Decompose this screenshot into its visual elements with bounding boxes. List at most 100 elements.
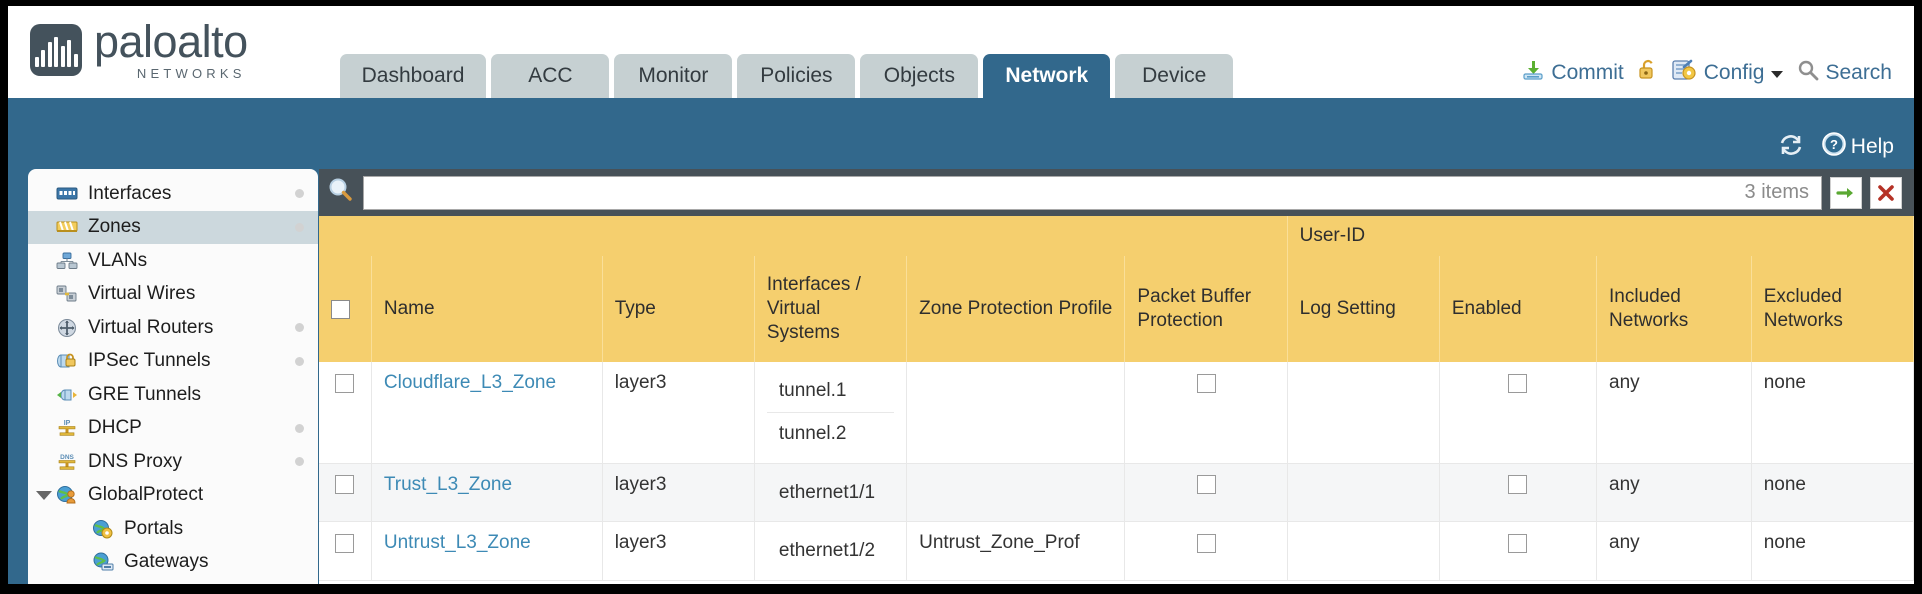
sidebar-item-interfaces[interactable]: Interfaces (28, 177, 318, 211)
cell-name: Untrust_L3_Zone (371, 521, 603, 581)
search-icon[interactable] (327, 176, 355, 209)
search-label: Search (1825, 61, 1892, 84)
cell-included-networks: any (1596, 362, 1752, 464)
col-header-zone-protection-profile[interactable]: Zone Protection Profile (906, 256, 1126, 363)
config-menu[interactable]: Config (1672, 58, 1785, 88)
unlock-button[interactable] (1637, 58, 1659, 88)
status-dot (295, 323, 304, 333)
refresh-icon[interactable] (1777, 132, 1805, 163)
globalprotect-icon (54, 485, 80, 505)
sidebar-item-dns-proxy[interactable]: DNS DNS Proxy (28, 445, 318, 479)
row-select-cell (319, 463, 372, 523)
sidebar-item-globalprotect[interactable]: GlobalProtect (28, 479, 318, 513)
cell-interfaces: tunnel.1 tunnel.2 (754, 362, 908, 464)
tab-dashboard[interactable]: Dashboard (339, 54, 487, 98)
cell-included-networks: any (1596, 521, 1752, 581)
status-dot (295, 457, 304, 467)
packet-buffer-protection-checkbox[interactable] (1196, 373, 1216, 393)
sidebar-item-label: Zones (88, 216, 141, 238)
col-header-excluded-networks[interactable]: Excluded Networks (1751, 256, 1914, 363)
packet-buffer-protection-checkbox[interactable] (1196, 533, 1216, 553)
cell-userid-enabled (1439, 362, 1598, 464)
col-header-packet-buffer-protection[interactable]: Packet Buffer Protection (1124, 256, 1288, 363)
table-header-row: Name Type Interfaces / Virtual Systems Z… (319, 256, 1914, 363)
select-all-checkbox[interactable] (331, 299, 350, 319)
table-row[interactable]: Trust_L3_Zone layer3 ethernet1/1 (319, 463, 1914, 523)
gre-tunnels-icon (54, 385, 80, 405)
table-row[interactable]: Untrust_L3_Zone layer3 ethernet1/2 Untru… (319, 521, 1914, 581)
row-checkbox[interactable] (335, 373, 355, 393)
tab-acc[interactable]: ACC (491, 54, 610, 98)
userid-enabled-checkbox[interactable] (1508, 533, 1528, 553)
tab-network[interactable]: Network (983, 54, 1111, 98)
col-header-enabled[interactable]: Enabled (1439, 256, 1598, 363)
status-dot (295, 222, 304, 232)
chevron-down-icon[interactable] (36, 490, 52, 500)
commit-button[interactable]: Commit (1521, 58, 1624, 88)
userid-enabled-checkbox[interactable] (1508, 373, 1528, 393)
sidebar-item-gateways[interactable]: Gateways (28, 546, 318, 580)
interface-entry: ethernet1/2 (778, 540, 876, 562)
config-icon (1672, 58, 1698, 88)
col-header-interfaces[interactable]: Interfaces / Virtual Systems (754, 256, 908, 363)
cell-log-setting (1287, 463, 1440, 523)
col-header-type[interactable]: Type (602, 256, 755, 363)
col-header-log-setting[interactable]: Log Setting (1287, 256, 1440, 363)
search-input[interactable]: 3 items (363, 175, 1822, 210)
tab-device[interactable]: Device (1115, 54, 1234, 98)
help-icon: ? (1821, 131, 1847, 163)
sidebar-item-label: Virtual Routers (88, 316, 214, 338)
cell-excluded-networks: none (1751, 362, 1914, 464)
row-select-cell (319, 521, 372, 581)
select-all-header (319, 256, 372, 363)
sidebar-item-virtual-routers[interactable]: Virtual Routers (28, 311, 318, 345)
help-button[interactable]: ? Help (1821, 131, 1894, 163)
main-nav-tabs: Dashboard ACC Monitor Policies Objects N… (339, 54, 1234, 98)
sidebar-item-dhcp[interactable]: IP DHCP (28, 412, 318, 446)
status-dot (295, 423, 304, 433)
sidebar-item-vlans[interactable]: VLANs (28, 244, 318, 278)
sidebar-item-zones[interactable]: Zones (28, 210, 318, 244)
paloalto-logo-icon (30, 23, 82, 76)
item-count-label: 3 items (1744, 181, 1809, 203)
status-dot (295, 189, 304, 199)
userid-enabled-checkbox[interactable] (1508, 475, 1528, 495)
sidebar-item-gre-tunnels[interactable]: GRE Tunnels (28, 378, 318, 412)
zone-name-link[interactable]: Trust_L3_Zone (383, 473, 513, 495)
top-actions: Commit (1521, 58, 1914, 98)
cell-included-networks: any (1596, 463, 1752, 523)
col-header-included-networks[interactable]: Included Networks (1596, 256, 1752, 363)
sidebar-item-portals[interactable]: Portals (28, 512, 318, 546)
cell-excluded-networks: none (1751, 521, 1914, 581)
search-button[interactable]: Search (1797, 59, 1892, 87)
apply-filter-button[interactable] (1830, 176, 1862, 209)
body-area: Interfaces Zones (8, 169, 1914, 584)
sidebar-item-ipsec-tunnels[interactable]: IPSec Tunnels (28, 345, 318, 379)
row-select-cell (319, 362, 372, 464)
brand-name: paloalto (94, 16, 248, 67)
sidebar-item-label: Portals (124, 517, 184, 539)
tab-objects[interactable]: Objects (860, 54, 979, 98)
packet-buffer-protection-checkbox[interactable] (1196, 475, 1216, 495)
clear-filter-button[interactable] (1870, 176, 1902, 209)
dns-proxy-icon: DNS (54, 452, 80, 472)
help-label: Help (1850, 135, 1894, 158)
zone-name-link[interactable]: Untrust_L3_Zone (383, 532, 531, 554)
sidebar-item-virtual-wires[interactable]: Virtual Wires (28, 278, 318, 312)
row-checkbox[interactable] (335, 533, 355, 553)
row-checkbox[interactable] (335, 475, 355, 495)
zone-name-link[interactable]: Cloudflare_L3_Zone (383, 372, 557, 394)
tab-policies[interactable]: Policies (737, 54, 856, 98)
table-row[interactable]: Cloudflare_L3_Zone layer3 tunnel.1 tunne… (319, 362, 1914, 464)
cell-log-setting (1287, 521, 1440, 581)
col-header-name[interactable]: Name (371, 256, 603, 363)
sidebar-item-label: IPSec Tunnels (88, 350, 211, 372)
interface-entry: ethernet1/1 (778, 481, 876, 503)
ipsec-tunnels-icon (54, 351, 80, 371)
sidebar-item-label: Interfaces (88, 182, 172, 204)
zones-icon (54, 217, 80, 237)
cell-log-setting (1287, 362, 1440, 464)
search-row: 3 items (319, 169, 1914, 216)
tab-monitor[interactable]: Monitor (614, 54, 733, 98)
